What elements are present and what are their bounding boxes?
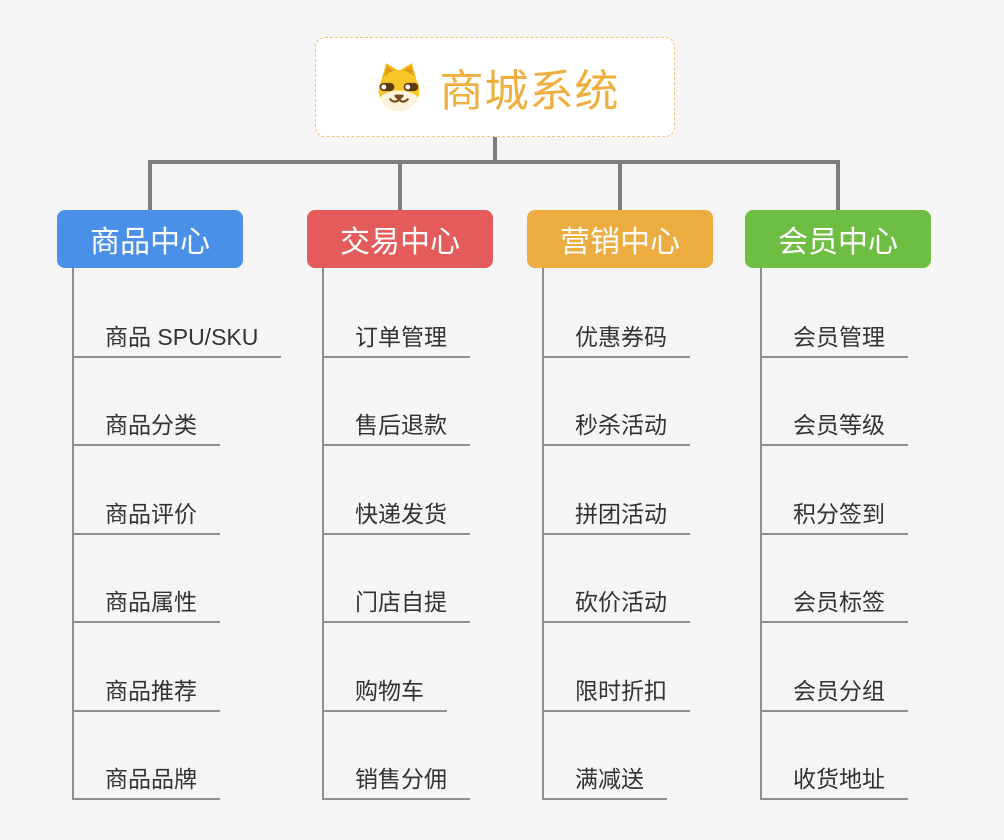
node-full-reduction-gift[interactable]: 满减送 [542, 762, 667, 800]
node-store-pickup[interactable]: 门店自提 [322, 585, 470, 623]
node-product-category[interactable]: 商品分类 [72, 408, 220, 446]
node-product-spu-sku[interactable]: 商品 SPU/SKU [72, 320, 282, 358]
node-express-delivery[interactable]: 快递发货 [322, 497, 470, 535]
node-product-attribute[interactable]: 商品属性 [72, 585, 220, 623]
branch-trade-center: 交易中心 订单管理 售后退款 快递发货 门店自提 购物车 销售分佣 [307, 210, 493, 800]
node-shopping-cart[interactable]: 购物车 [322, 674, 447, 712]
connector-drop-marketing [618, 160, 622, 210]
node-product-brand[interactable]: 商品品牌 [72, 762, 220, 800]
branch-header-trade-center[interactable]: 交易中心 [307, 210, 493, 268]
connector-horizontal-bar [148, 160, 840, 164]
node-flash-sale[interactable]: 秒杀活动 [542, 408, 690, 446]
connector-drop-member [836, 160, 840, 210]
node-limited-time-discount[interactable]: 限时折扣 [542, 674, 690, 712]
node-group-buy[interactable]: 拼团活动 [542, 497, 690, 535]
connector-drop-trade [398, 160, 402, 210]
node-member-management[interactable]: 会员管理 [760, 320, 908, 358]
branch-marketing-center: 营销中心 优惠券码 秒杀活动 拼团活动 砍价活动 限时折扣 满减送 [527, 210, 713, 800]
node-member-tag[interactable]: 会员标签 [760, 585, 908, 623]
branch-header-product-center[interactable]: 商品中心 [57, 210, 243, 268]
node-coupon-code[interactable]: 优惠券码 [542, 320, 690, 358]
connector-drop-product [148, 160, 152, 210]
root-title: 商城系统 [439, 67, 620, 116]
node-points-checkin[interactable]: 积分签到 [760, 497, 908, 535]
node-product-review[interactable]: 商品评价 [72, 497, 220, 535]
node-member-level[interactable]: 会员等级 [760, 408, 908, 446]
branch-product-center: 商品中心 商品 SPU/SKU 商品分类 商品评价 商品属性 商品推荐 商品品牌 [57, 210, 282, 800]
node-shipping-address[interactable]: 收货地址 [760, 762, 908, 800]
node-member-group[interactable]: 会员分组 [760, 674, 908, 712]
root-node[interactable]: 商城系统 [315, 37, 675, 137]
node-bargain-activity[interactable]: 砍价活动 [542, 585, 690, 623]
node-order-management[interactable]: 订单管理 [322, 320, 470, 358]
node-product-recommend[interactable]: 商品推荐 [72, 674, 220, 712]
connector-root-stem [493, 137, 497, 162]
node-sales-commission[interactable]: 销售分佣 [322, 762, 470, 800]
branch-member-center: 会员中心 会员管理 会员等级 积分签到 会员标签 会员分组 收货地址 [745, 210, 931, 800]
branch-header-marketing-center[interactable]: 营销中心 [527, 210, 713, 268]
node-after-sale-refund[interactable]: 售后退款 [322, 408, 470, 446]
dog-face-icon [378, 63, 419, 111]
branch-header-member-center[interactable]: 会员中心 [745, 210, 931, 268]
